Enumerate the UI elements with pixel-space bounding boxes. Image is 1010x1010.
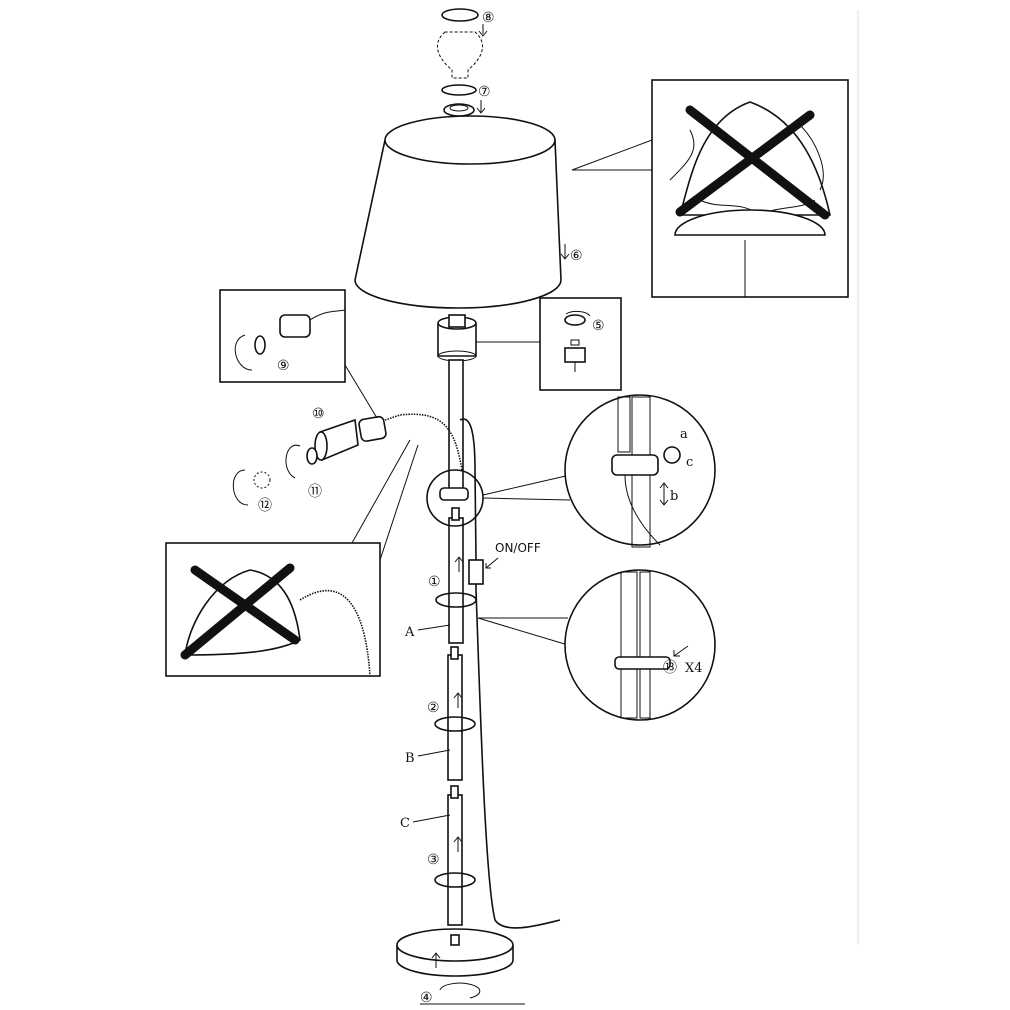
power-cable <box>459 418 561 929</box>
label-b: b <box>670 489 678 504</box>
step-10-label: ⑩ <box>312 406 325 422</box>
callout-wrong-arm <box>165 439 419 677</box>
up-down-arrow-icon <box>659 482 669 506</box>
switch <box>468 559 484 585</box>
reading-arm: ⑩ ⑪ ⑫ <box>232 406 463 514</box>
label-a: a <box>680 427 688 442</box>
step-3-label: ③ <box>427 852 440 868</box>
cross-icon <box>685 105 830 220</box>
part-b-label: B <box>405 751 415 766</box>
step-11-label: ⑪ <box>308 484 322 500</box>
step-2-label: ② <box>427 700 440 716</box>
step-2: ② <box>427 692 476 732</box>
arrow-down-icon <box>478 24 488 37</box>
on-off-label: ON/OFF <box>495 541 541 555</box>
part-c-label: C <box>400 816 410 831</box>
bulb: ⑧ <box>436 8 495 79</box>
quantity-x4: X4 <box>685 661 703 676</box>
label-c: c <box>686 455 693 470</box>
callout-step-5: ⑤ <box>476 297 622 391</box>
step-4-label: ④ <box>420 990 433 1006</box>
step-6-label: ⑥ <box>570 248 583 264</box>
lamp-shade: ⑥ <box>354 115 583 309</box>
lamp-base: ④ <box>396 928 525 1006</box>
detail-circle-clamp: a c b <box>564 394 716 548</box>
arrow-down-icon <box>560 244 570 260</box>
step-3: ③ <box>427 836 476 888</box>
step-9-label: ⑨ <box>277 358 290 374</box>
detail-circle-cable-clips: ⑬ X4 <box>564 569 716 721</box>
step-1-label: ① <box>428 574 441 590</box>
callout-step-9: ⑨ <box>219 289 378 419</box>
step-8-label: ⑧ <box>482 10 495 26</box>
step-1: ① <box>428 556 477 608</box>
part-a-label: A <box>404 625 415 640</box>
socket <box>437 314 477 362</box>
shade-ring: ⑦ <box>441 84 491 117</box>
callout-wrong-shade <box>571 79 849 298</box>
step-7-label: ⑦ <box>478 84 491 100</box>
step-12-label: ⑫ <box>258 498 272 514</box>
step-5-label: ⑤ <box>592 318 605 334</box>
step-13-label: ⑬ <box>663 660 677 676</box>
